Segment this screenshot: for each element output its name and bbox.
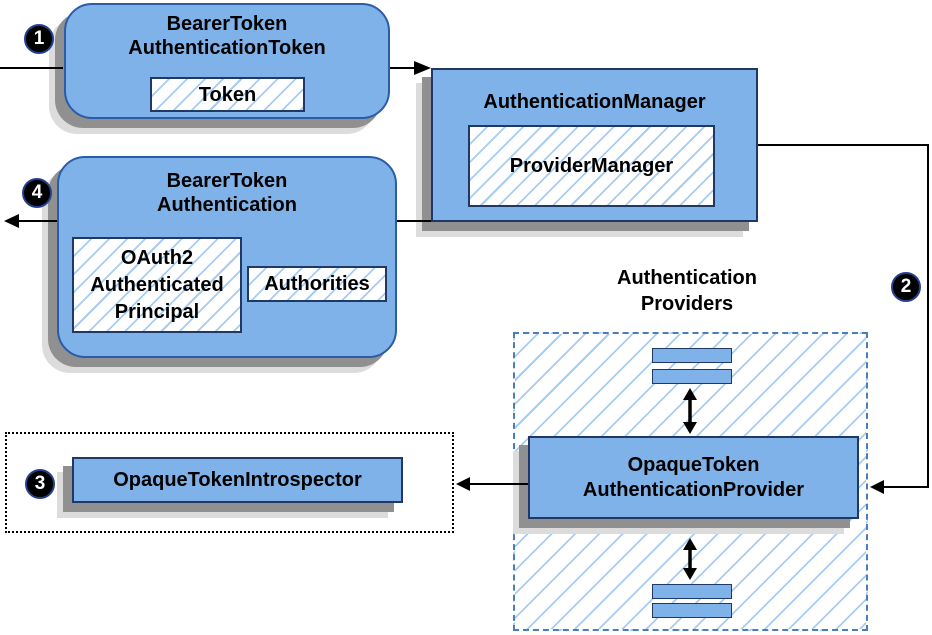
node-opaque-token-authentication-provider: OpaqueToken AuthenticationProvider	[528, 436, 859, 519]
node-title: AuthenticationManager	[483, 91, 706, 113]
title-line: BearerToken	[166, 170, 288, 192]
node-opaque-token-introspector: OpaqueTokenIntrospector	[72, 457, 403, 503]
provider-manager-label: ProviderManager	[509, 155, 674, 177]
title-line: OpaqueToken	[627, 453, 760, 476]
arrowhead-left-icon	[4, 214, 19, 228]
principal-line: OAuth2	[120, 246, 194, 269]
node-token: Token	[150, 77, 305, 112]
principal-line: Principal	[114, 300, 200, 323]
arrowhead-right-icon	[414, 61, 431, 75]
label-line: Authentication	[617, 267, 757, 289]
title-line: Authentication	[157, 194, 297, 216]
title-line: AuthenticationProvider	[582, 478, 805, 501]
step-badge-2: 2	[891, 272, 921, 302]
provider-placeholder-bar	[652, 584, 732, 599]
authentication-providers-label: Authentication Providers	[552, 265, 822, 317]
title-line: AuthenticationToken	[128, 37, 326, 59]
node-provider-manager: ProviderManager	[468, 125, 715, 207]
node-title: BearerToken AuthenticationToken	[66, 12, 388, 60]
provider-placeholder-bar	[652, 348, 732, 363]
node-title: BearerToken Authentication	[59, 169, 395, 217]
step-badge-1: 1	[24, 24, 54, 54]
principal-line: Authenticated	[90, 273, 224, 296]
node-title: OpaqueTokenIntrospector	[113, 469, 362, 491]
step-badge-3: 3	[25, 469, 55, 499]
token-label: Token	[198, 83, 257, 106]
arrowhead-left-icon	[870, 480, 884, 494]
node-oauth2-authenticated-principal: OAuth2 Authenticated Principal	[72, 237, 242, 333]
step-badge-4: 4	[22, 178, 52, 208]
label-line: Providers	[640, 293, 734, 315]
provider-placeholder-bar	[652, 603, 732, 618]
arrowhead-left-icon	[456, 477, 470, 491]
node-title: OpaqueToken AuthenticationProvider	[530, 453, 857, 503]
authorities-label: Authorities	[264, 273, 370, 295]
title-line: BearerToken	[166, 13, 288, 35]
provider-placeholder-bar	[652, 369, 732, 384]
node-authorities: Authorities	[247, 266, 387, 302]
